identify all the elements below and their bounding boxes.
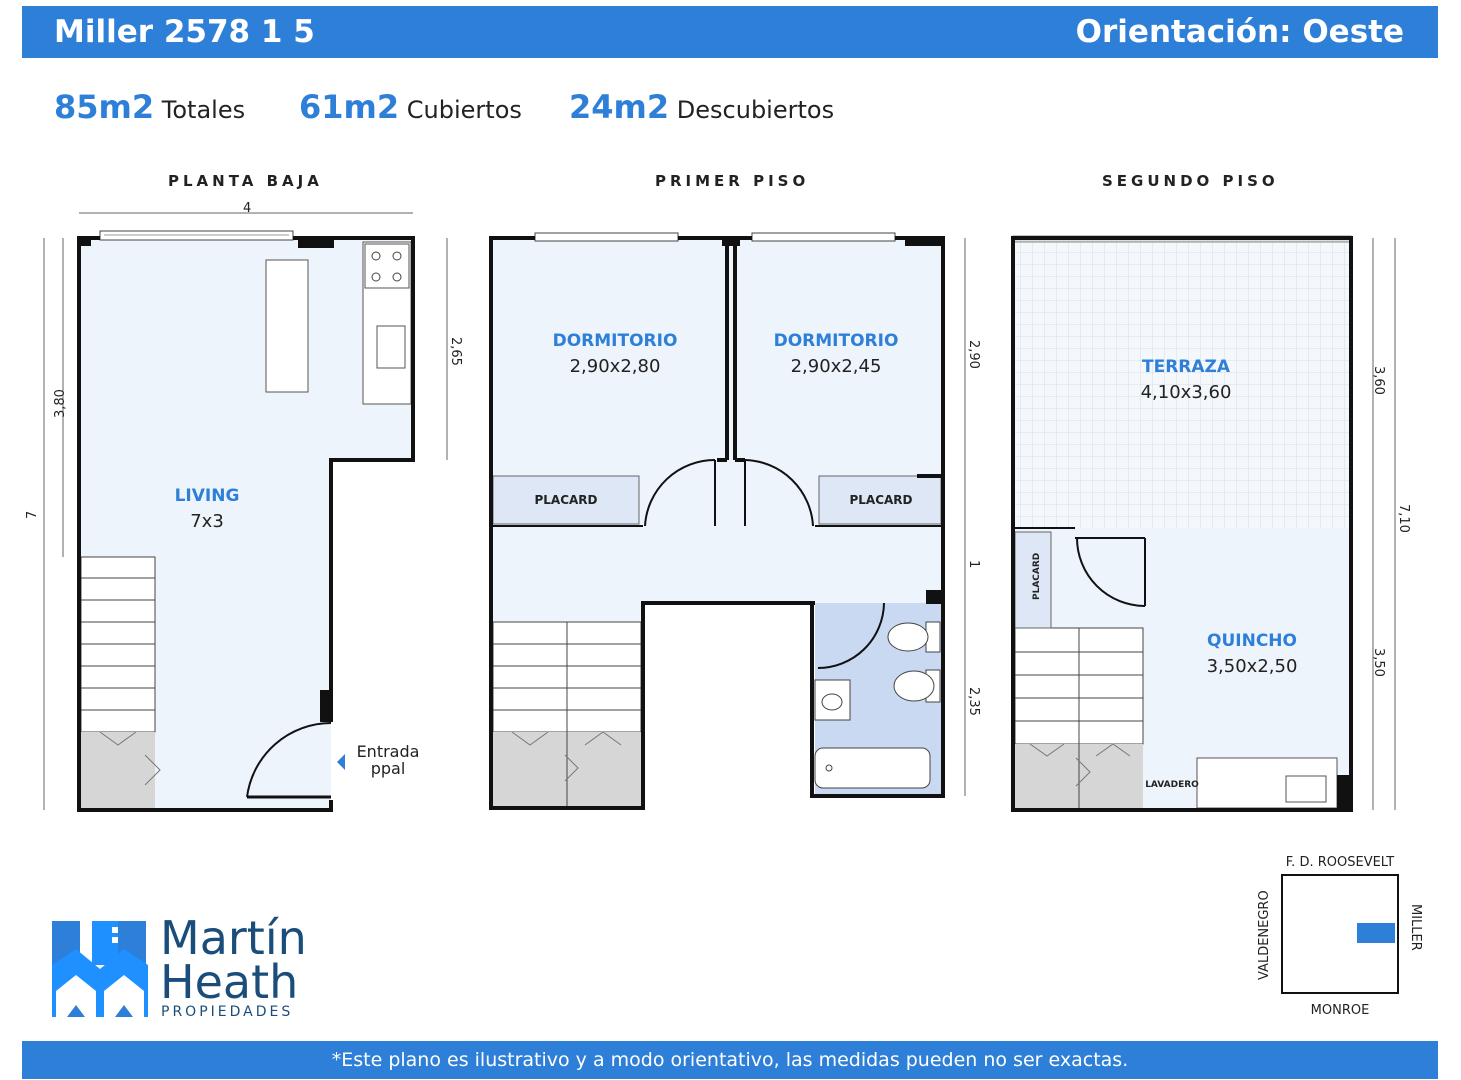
placard-label-1: PLACARD	[534, 493, 597, 507]
disclaimer-bar: *Este plano es ilustrativo y a modo orie…	[22, 1041, 1438, 1079]
area-total: 85m2 Totales	[54, 88, 246, 126]
ground-floor-plan: 4 7 3,80 2,65 LIVING 7x3 Entrada ppal	[25, 201, 463, 812]
placard-label-2: PLACARD	[849, 493, 912, 507]
header-bar: Miller 2578 1 5 Orientación: Oeste	[22, 6, 1438, 58]
dim-second-total: 7,10	[1396, 504, 1411, 533]
orientation-label: Orientación: Oeste	[1075, 14, 1404, 50]
terraza-dims: 4,10x3,60	[1141, 382, 1232, 403]
dim-first-top: 2,90	[966, 340, 981, 369]
dorm1-dims: 2,90x2,80	[570, 356, 661, 377]
dim-second-bottom: 3,50	[1371, 648, 1386, 677]
floor-plans: 4 7 3,80 2,65 LIVING 7x3 Entrada ppal PL…	[25, 201, 1423, 1018]
lavadero-label: LAVADERO	[1145, 780, 1199, 790]
street-north: F. D. ROOSEVELT	[1286, 855, 1394, 870]
dim-ground-right: 2,65	[448, 337, 463, 366]
dim-first-mid: 1	[966, 560, 981, 568]
entrada-label-1: Entrada	[357, 742, 420, 761]
dim-ground-left: 3,80	[53, 389, 68, 418]
first-stairs	[492, 621, 642, 806]
logo-mark-icon	[52, 921, 148, 1017]
dorm1-name: DORMITORIO	[553, 331, 678, 351]
dim-first-bottom: 2,35	[966, 687, 981, 716]
quincho-dims: 3,50x2,50	[1207, 656, 1298, 677]
street-south: MONROE	[1311, 1003, 1370, 1018]
second-stairs	[1014, 627, 1144, 808]
living-dims: 7x3	[190, 511, 224, 532]
disclaimer-text: *Este plano es ilustrativo y a modo orie…	[331, 1049, 1129, 1071]
area-covered: 61m2 Cubiertos	[299, 88, 522, 126]
section-title-ground: PLANTA BAJA	[168, 172, 323, 190]
first-floor-plan: PLACARD PLACARD	[489, 232, 981, 810]
location-map: F. D. ROOSEVELT MONROE VALDENEGRO MILLER	[1257, 855, 1423, 1018]
dim-ground-width: 4	[243, 201, 251, 216]
logo-line-1: Martín	[160, 911, 307, 965]
area-uncovered: 24m2 Descubiertos	[569, 88, 835, 126]
company-logo: Martín Heath PROPIEDADES	[52, 915, 322, 1025]
property-title: Miller 2578 1 5	[54, 14, 315, 50]
logo-line-3: PROPIEDADES	[161, 1004, 294, 1020]
lot-marker	[1357, 923, 1395, 943]
street-east: MILLER	[1408, 904, 1423, 951]
terrace	[1013, 238, 1351, 528]
second-floor-plan: PLACARD LAVADERO 3,60 7,10 3,50 TERRAZA …	[1011, 235, 1411, 812]
terraza-name: TERRAZA	[1142, 357, 1231, 377]
placard-label-3: PLACARD	[1032, 553, 1042, 600]
entrada-label-2: ppal	[371, 759, 406, 778]
section-title-second: SEGUNDO PISO	[1102, 172, 1279, 190]
dim-second-top: 3,60	[1371, 366, 1386, 395]
living-name: LIVING	[175, 486, 240, 506]
ground-stairs	[80, 556, 161, 808]
bathroom	[814, 602, 941, 789]
dorm2-dims: 2,90x2,45	[791, 356, 882, 377]
logo-line-2: Heath	[160, 955, 299, 1009]
quincho-name: QUINCHO	[1207, 631, 1297, 651]
dim-ground-total: 7	[25, 511, 40, 519]
section-title-first: PRIMER PISO	[655, 172, 810, 190]
kitchen	[265, 241, 412, 405]
street-west: VALDENEGRO	[1257, 890, 1272, 980]
dorm2-name: DORMITORIO	[774, 331, 899, 351]
